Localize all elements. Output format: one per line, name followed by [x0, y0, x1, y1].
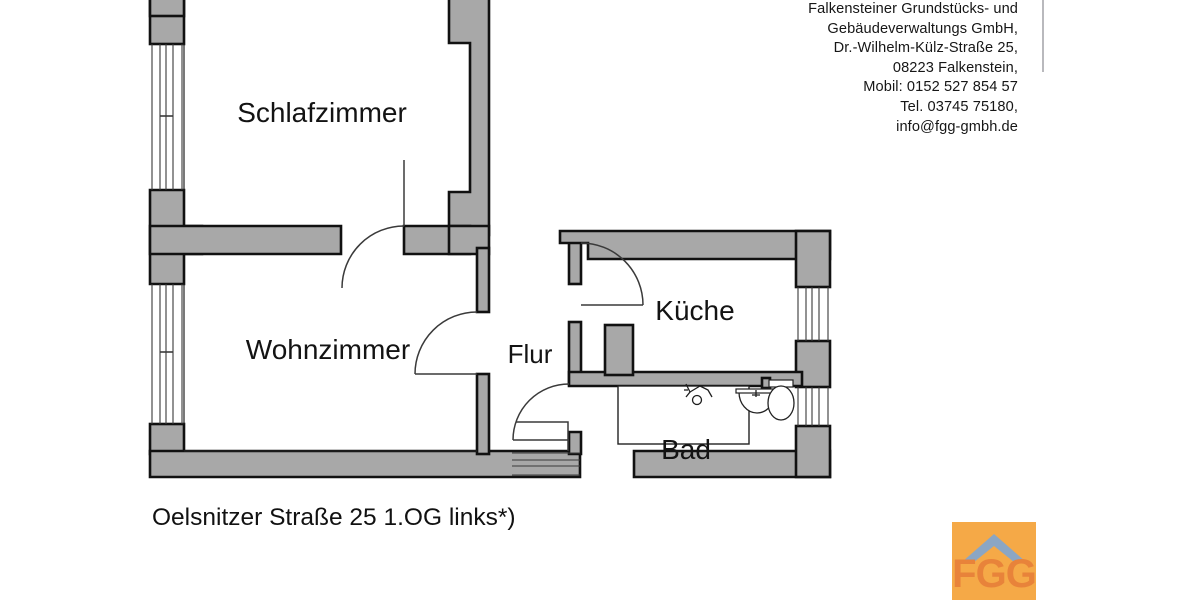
address-line-3: Dr.-Wilhelm-Külz-Straße 25,: [833, 40, 1018, 57]
toilet-icon: [767, 379, 795, 421]
door-entrance-leaf: [516, 421, 569, 451]
floorplan-svg: Schlafzimmer Wohnzimmer Flur Küche Bad: [148, 0, 832, 479]
address-line-4: 08223 Falkenstein,: [892, 59, 1018, 76]
wall-party-horizontal: [148, 224, 343, 256]
wall-kueche-pillar: [603, 323, 635, 377]
room-outline-group: [183, 44, 477, 452]
vertical-divider: [1042, 0, 1044, 72]
company-address: Falkensteiner Grundstücks- und Gebäudeve…: [740, 0, 1018, 137]
door-bad-arc: [512, 383, 570, 441]
wall-schlafzimmer-right: [447, 0, 491, 237]
floorplan-drawing: Schlafzimmer Wohnzimmer Flur Küche Bad: [148, 0, 832, 479]
door-wohnzimmer-arc: [414, 311, 478, 375]
address-line-2: Gebäudeverwaltungs GmbH,: [827, 20, 1018, 37]
room-label-schlafzimmer: Schlafzimmer: [237, 97, 407, 128]
address-line-phone: Tel. 03745 75180,: [900, 98, 1018, 115]
window-left-upper: [151, 44, 183, 190]
room-label-flur: Flur: [508, 339, 553, 369]
room-label-kueche: Küche: [655, 295, 734, 326]
address-line-email: info@fgg-gmbh.de: [896, 118, 1018, 135]
bathroom-fixtures: [617, 379, 795, 445]
door-kueche-arc: [580, 242, 644, 306]
wall-wohnzimmer-flur-upper: [475, 246, 491, 314]
wall-right-top-block: [794, 229, 832, 289]
window-right-upper: [797, 287, 829, 341]
window-group: [151, 44, 829, 476]
wall-right-middle-block: [794, 339, 832, 389]
house-roof-icon: [962, 534, 1026, 562]
window-left-lower: [151, 284, 183, 424]
wall-top-left-stub: [148, 0, 186, 18]
wall-right-bottom-block: [794, 424, 832, 479]
wall-left-bottom-block: [148, 422, 186, 456]
window-right-lower: [797, 387, 829, 426]
wall-group: [148, 0, 832, 479]
entrance-door-sill: [512, 452, 580, 476]
wall-flur-bad-stub: [567, 430, 583, 456]
fgg-logo-text: FGG: [952, 552, 1036, 596]
door-group: [341, 160, 644, 451]
room-label-bad: Bad: [661, 434, 711, 465]
wall-kueche-top: [558, 229, 832, 261]
wall-wohnzimmer-flur-lower: [475, 372, 491, 456]
door-schlafzimmer-arc: [341, 225, 405, 289]
shower-fitting-icon: [684, 383, 713, 406]
room-label-wohnzimmer: Wohnzimmer: [246, 334, 410, 365]
fgg-logo: FGG: [952, 522, 1036, 600]
floorplan-caption: Oelsnitzer Straße 25 1.OG links*): [152, 504, 516, 531]
address-line-mobile: Mobil: 0152 527 854 57: [863, 79, 1018, 96]
wall-bottom-exterior: [148, 449, 582, 479]
bathtub-icon: [617, 385, 750, 445]
address-line-1: Falkensteiner Grundstücks- und: [808, 1, 1018, 17]
